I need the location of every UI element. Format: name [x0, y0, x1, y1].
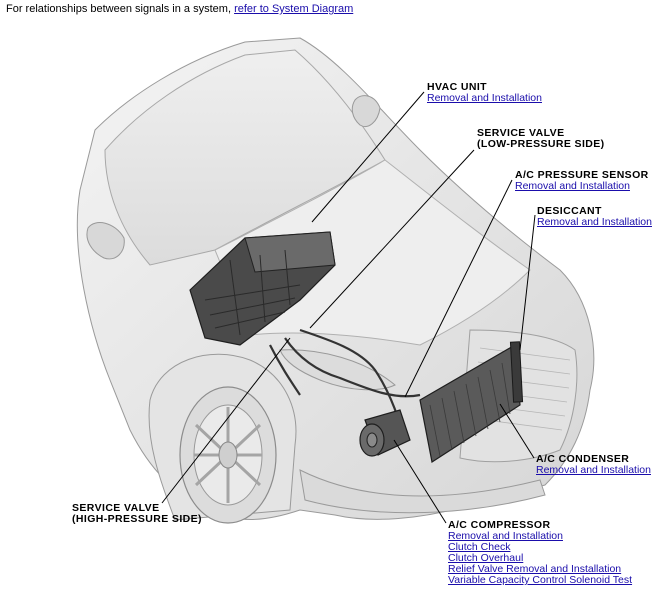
intro-label: For relationships between signals in a s… — [6, 3, 235, 15]
callout-service-valve-high: SERVICE VALVE (HIGH-PRESSURE SIDE) — [72, 503, 202, 525]
ac-pressure-sensor-removal-link[interactable]: Removal and Installation — [515, 180, 630, 192]
hvac-unit-removal-link[interactable]: Removal and Installation — [427, 92, 542, 104]
hvac-unit-component — [189, 231, 336, 346]
service-valve-high-title-2: (HIGH-PRESSURE SIDE) — [72, 513, 202, 525]
service-valve-high-title-1: SERVICE VALVE — [72, 502, 160, 514]
refrigerant-lines — [269, 328, 421, 419]
ac-compressor-solenoid-test-link[interactable]: Variable Capacity Control Solenoid Test — [448, 574, 633, 586]
callout-ac-pressure-sensor: A/C PRESSURE SENSOR Removal and Installa… — [515, 170, 649, 192]
service-valve-low-title-2: (LOW-PRESSURE SIDE) — [477, 138, 605, 150]
ac-condenser-removal-link[interactable]: Removal and Installation — [536, 464, 651, 476]
ac-compressor-clutch-check-link[interactable]: Clutch Check — [448, 541, 511, 553]
ac-compressor-component — [359, 409, 411, 457]
callout-desiccant: DESICCANT Removal and Installation — [537, 206, 652, 228]
hvac-unit-title: HVAC UNIT — [427, 81, 487, 93]
ac-condenser-title: A/C CONDENSER — [536, 453, 630, 465]
ac-compressor-title: A/C COMPRESSOR — [448, 519, 551, 531]
leader-lines — [161, 91, 536, 524]
desiccant-removal-link[interactable]: Removal and Installation — [537, 216, 652, 228]
callout-service-valve-low: SERVICE VALVE (LOW-PRESSURE SIDE) — [477, 128, 605, 150]
ac-compressor-relief-valve-link[interactable]: Relief Valve Removal and Installation — [448, 563, 622, 575]
intro-text: For relationships between signals in a s… — [6, 3, 353, 15]
car-body — [76, 37, 595, 524]
callout-ac-compressor: A/C COMPRESSOR Removal and Installation … — [448, 520, 632, 586]
ac-compressor-removal-link[interactable]: Removal and Installation — [448, 530, 563, 542]
ac-condenser-component — [419, 341, 524, 463]
callout-ac-condenser: A/C CONDENSER Removal and Installation — [536, 454, 651, 476]
ac-compressor-clutch-overhaul-link[interactable]: Clutch Overhaul — [448, 552, 524, 564]
callout-hvac-unit: HVAC UNIT Removal and Installation — [427, 82, 542, 104]
service-valve-low-title-1: SERVICE VALVE — [477, 127, 565, 139]
desiccant-title: DESICCANT — [537, 205, 602, 217]
ac-pressure-sensor-title: A/C PRESSURE SENSOR — [515, 169, 649, 181]
system-diagram-link[interactable]: refer to System Diagram — [234, 3, 354, 15]
